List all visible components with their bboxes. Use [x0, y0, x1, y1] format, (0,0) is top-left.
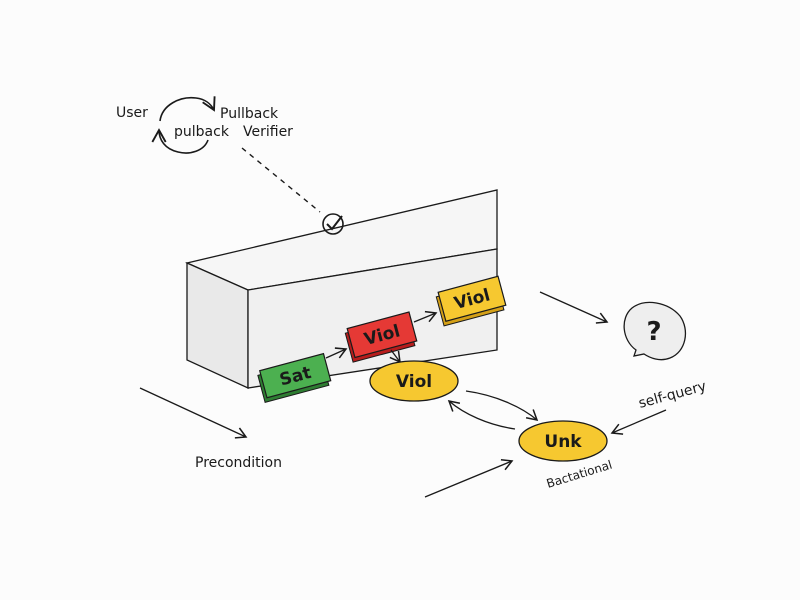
legend-pulback: pulback	[174, 124, 230, 140]
node-viol-ellipse-label: Viol	[396, 372, 432, 392]
cycle-arrows-icon	[151, 96, 216, 154]
node-viol-red: Viol	[344, 311, 418, 363]
box-front-face	[247, 248, 498, 389]
question-speech-bubble-icon: ?	[623, 301, 687, 361]
precondition-label: Precondition	[195, 455, 282, 471]
arrow-unk-to-viol	[447, 399, 516, 430]
question-mark: ?	[646, 317, 661, 347]
legend-user: User	[116, 105, 148, 121]
bactational-label: Bactational	[545, 458, 614, 491]
verifier-box	[184, 189, 498, 390]
check-circle-icon	[322, 213, 344, 235]
dashed-connector	[241, 147, 321, 213]
arrow-viol-to-viol	[413, 310, 438, 323]
arrow-self-query	[610, 409, 667, 435]
node-viol-ellipse: Viol	[369, 360, 459, 402]
arrow-bactational	[424, 458, 514, 498]
node-unk: Unk	[518, 420, 608, 462]
arrow-viol-to-unk	[465, 390, 539, 422]
arrow-to-question	[539, 291, 609, 324]
self-query-label: self-query	[637, 378, 708, 411]
node-unk-label: Unk	[544, 432, 582, 452]
legend-pullback: Pullback	[220, 106, 279, 122]
arrow-viol-down	[389, 349, 401, 364]
arrow-sat-to-viol	[325, 347, 348, 359]
node-viol-yellow-card: Viol	[435, 275, 507, 327]
arrow-precondition	[139, 387, 248, 439]
legend-cycle: User Pullback pulback Verifier	[116, 96, 293, 154]
legend-verifier: Verifier	[243, 124, 293, 140]
node-sat: Sat	[257, 352, 332, 404]
